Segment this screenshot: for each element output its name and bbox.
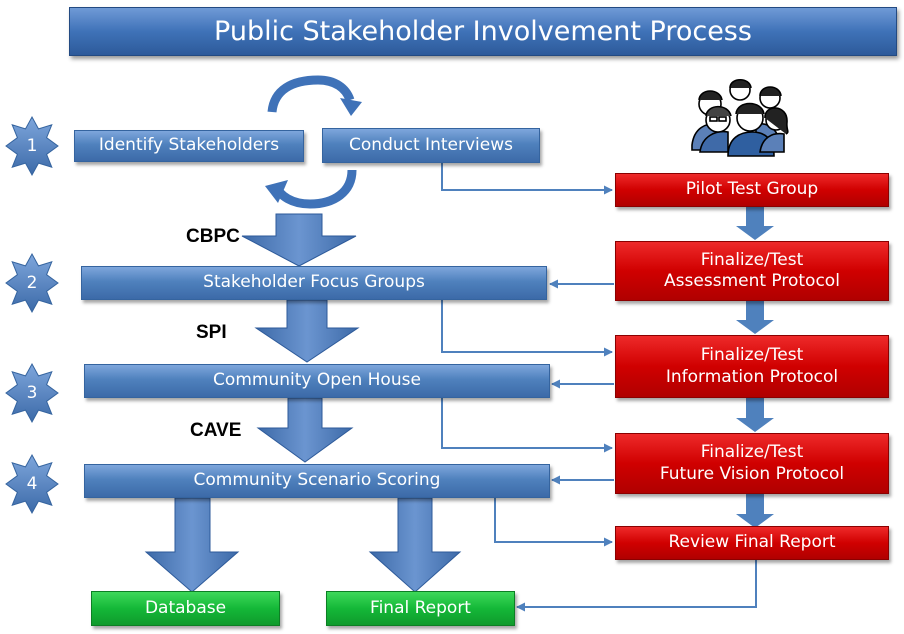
page-title: Public Stakeholder Involvement Process [69,7,897,56]
conduct-interviews-box: Conduct Interviews [322,128,540,163]
final-report-box: Final Report [326,591,515,626]
identify-stakeholders-box: Identify Stakeholders [74,130,304,162]
information-protocol-line-1: Finalize/Test [700,345,804,366]
step-number-2: 2 [26,273,38,293]
stakeholder-focus-groups-box: Stakeholder Focus Groups [81,266,547,300]
transition-label-cave: CAVE [190,420,242,441]
assessment-protocol-line-1: Finalize/Test [700,249,804,270]
transition-label-cbpc: CBPC [186,226,240,247]
connector-focus-information [441,300,613,357]
step-badge-3 [5,362,59,424]
review-final-report-box: Review Final Report [615,526,889,560]
future-vision-protocol-line-2: Future Vision Protocol [659,463,845,484]
connector-interviews-pilot [441,162,613,195]
cycle-arrows-icon [265,75,362,209]
pilot-test-group-box: Pilot Test Group [615,173,889,207]
down-arrow-final-report [368,497,462,593]
red-link-arrow-1 [736,206,774,240]
red-link-arrow-4 [736,494,774,528]
red-link-arrow-2 [736,300,774,334]
information-protocol-line-2: Information Protocol [665,366,839,387]
information-protocol-box: Finalize/Test Information Protocol [615,335,889,398]
transition-label-spi: SPI [196,322,227,343]
step-number-1: 1 [26,136,38,156]
future-vision-protocol-line-1: Finalize/Test [700,442,804,463]
community-open-house-box: Community Open House [84,364,550,398]
database-box: Database [91,591,280,626]
step-badge-1 [5,115,59,177]
people-group-icon [691,78,789,157]
down-arrow-spi [254,299,360,363]
step-badge-4 [5,453,59,515]
step-number-3: 3 [26,383,38,403]
red-link-arrow-3 [736,398,774,432]
down-arrow-database [144,497,240,593]
connector-openhouse-future [441,398,613,453]
assessment-protocol-box: Finalize/Test Assessment Protocol [615,241,889,301]
step-badge-2 [5,252,59,314]
down-arrow-cbpc [241,213,357,267]
future-vision-protocol-box: Finalize/Test Future Vision Protocol [615,433,889,494]
down-arrow-cave [256,397,354,463]
connector-review-final-report [516,560,757,612]
assessment-protocol-line-2: Assessment Protocol [664,271,840,291]
connector-scoring-review [494,498,613,547]
step-number-4: 4 [26,474,38,494]
community-scenario-scoring-box: Community Scenario Scoring [84,464,550,498]
